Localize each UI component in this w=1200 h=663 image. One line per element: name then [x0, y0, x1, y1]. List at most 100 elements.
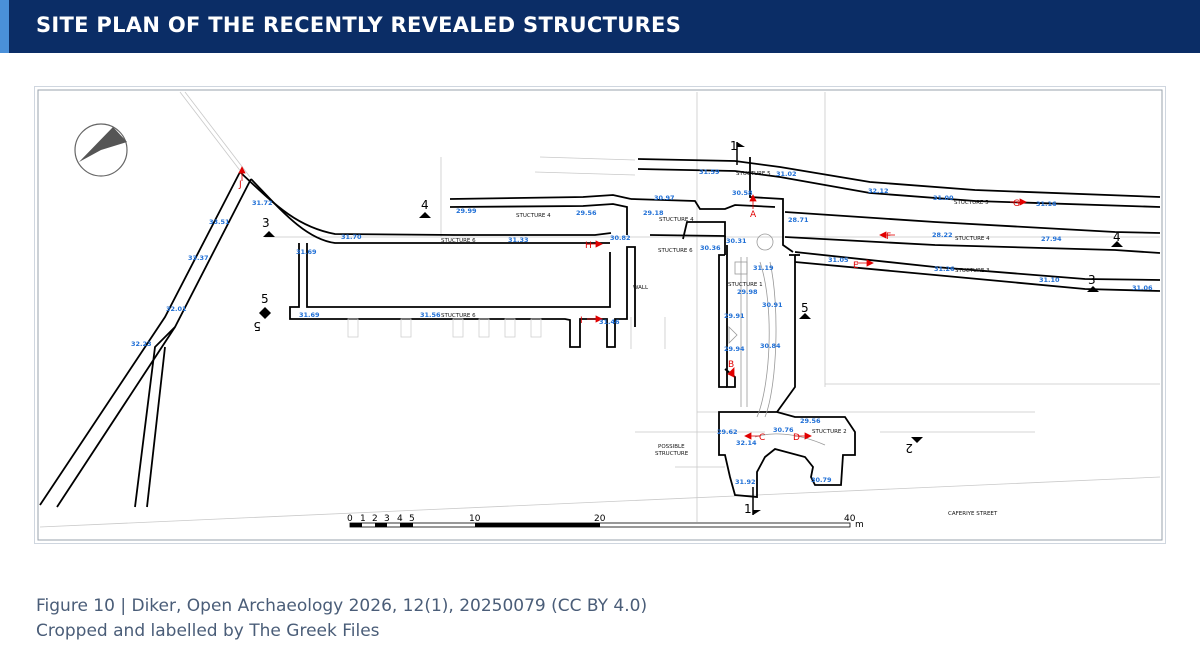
- viewpoint-g: G: [1013, 199, 1020, 209]
- label-wall: WALL: [633, 285, 649, 291]
- elevation-label: 31.70: [341, 233, 362, 241]
- section-1-north: 1: [730, 139, 738, 153]
- elevation-label: 33.37: [188, 254, 209, 262]
- section-2-east: 2: [905, 441, 913, 455]
- scale-tick: 0: [347, 514, 353, 524]
- viewpoint-h: H: [585, 241, 592, 251]
- elevation-label: 30.97: [654, 194, 675, 202]
- scale-tick: 3: [384, 514, 390, 524]
- elevation-label: 31.69: [296, 248, 317, 256]
- elevation-label: 28.71: [788, 216, 809, 224]
- viewpoint-e: E: [853, 261, 859, 271]
- label-possible-structure-1: POSSIBLE: [658, 444, 685, 450]
- label-stucture-1: STUCTURE 1: [728, 282, 763, 288]
- elevation-label: 31.05: [828, 256, 849, 264]
- elevation-label: 30.84: [760, 342, 781, 350]
- elevation-label: 31.46: [599, 318, 620, 326]
- elevation-label: 29.94: [724, 345, 745, 353]
- scale-tick: 10: [469, 514, 481, 524]
- elevation-label: 29.91: [724, 312, 745, 320]
- elevation-label: 30.79: [811, 476, 832, 484]
- pier-outlines: [347, 318, 542, 338]
- page-title: SITE PLAN OF THE RECENTLY REVEALED STRUC…: [36, 13, 682, 37]
- elevation-label: 30.82: [610, 234, 631, 242]
- label-stucture-3: STUCTURE 3: [955, 268, 990, 274]
- elevation-label: 29.56: [576, 209, 597, 217]
- section-5-west-mirror: 5: [253, 319, 261, 333]
- label-stucture-4-mid: STUCTURE 4: [659, 217, 694, 223]
- section-5-west: 5: [261, 292, 269, 306]
- label-stucture-4-east: STUCTURE 4: [955, 236, 990, 242]
- scale-unit: m: [855, 520, 864, 530]
- viewpoint-a: A: [750, 210, 757, 220]
- elevation-label: 31.72: [252, 199, 273, 207]
- section-4-west: 4: [421, 198, 429, 212]
- section-1-south: 1: [744, 502, 752, 516]
- viewpoint-f: F: [886, 232, 891, 242]
- site-plan-drawing: 1 1 3 4 4 3 5 5 5 2 A B C: [37, 89, 1163, 541]
- elevation-label: 29.56: [800, 417, 821, 425]
- scale-tick: 4: [397, 514, 403, 524]
- elevation-label: 32.14: [736, 439, 757, 447]
- elevation-label: 31.02: [776, 170, 797, 178]
- section-5-east: 5: [801, 301, 809, 315]
- elevation-label: 31.00: [933, 194, 954, 202]
- reference-lines: [39, 91, 1161, 528]
- section-markers: 1 1 3 4 4 3 5 5 5 2: [253, 139, 1123, 516]
- viewpoint-j: J: [238, 180, 242, 190]
- inner-outlines: [728, 233, 826, 446]
- elevation-label: 31.16: [1036, 200, 1057, 208]
- elevation-label: 31.59: [699, 168, 720, 176]
- elevation-label: 30.76: [773, 426, 794, 434]
- label-possible-structure-2: STRUCTURE: [655, 451, 689, 457]
- scale-tick: 5: [409, 514, 415, 524]
- viewpoint-c: C: [759, 433, 765, 443]
- scale-tick: 20: [594, 514, 606, 524]
- elevation-label: 32.12: [868, 187, 889, 195]
- elevation-label: 33.51: [209, 218, 230, 226]
- label-stucture-6-upper: STUCTURE 6: [441, 238, 476, 244]
- elevation-label: 30.91: [762, 301, 783, 309]
- site-plan-figure: 1 1 3 4 4 3 5 5 5 2 A B C: [34, 86, 1166, 544]
- elevation-label: 31.10: [1039, 276, 1060, 284]
- north-structures-walls: [449, 157, 1161, 292]
- label-stucture-5-east: STUCTURE 5: [954, 200, 989, 206]
- section-3-west: 3: [262, 216, 270, 230]
- elevation-label: 31.33: [508, 236, 529, 244]
- structure-6-walls: [289, 243, 636, 348]
- scale-tick: 2: [372, 514, 378, 524]
- elevation-label: 32.01: [166, 305, 187, 313]
- elevation-label: 30.58: [732, 189, 753, 197]
- label-stucture-6-mid: STUCTURE 6: [658, 248, 693, 254]
- label-caferiye-street: CAFERIYE STREET: [948, 511, 998, 517]
- label-stucture-5-top: STUCTURE 5: [736, 171, 771, 177]
- elevation-label: 27.94: [1041, 235, 1062, 243]
- west-diagonal-walls: [39, 171, 612, 508]
- figure-credit: Cropped and labelled by The Greek Files: [36, 621, 380, 641]
- elevation-label: 29.99: [456, 207, 477, 215]
- elevation-label: 31.19: [753, 264, 774, 272]
- section-4-east: 4: [1113, 230, 1121, 244]
- elevation-label: 31.56: [420, 311, 441, 319]
- elevation-label: 29.18: [643, 209, 664, 217]
- section-3-east: 3: [1088, 273, 1096, 287]
- viewpoint-i: I: [580, 316, 583, 326]
- elevation-label: 31.92: [735, 478, 756, 486]
- scale-tick: 1: [360, 514, 366, 524]
- elevation-label: 31.26: [934, 265, 955, 273]
- elevation-label: 30.31: [726, 237, 747, 245]
- label-stucture-2: STUCTURE 2: [812, 429, 847, 435]
- header-accent-bar: [0, 0, 9, 53]
- viewpoint-d: D: [793, 433, 800, 443]
- elevation-label: 29.98: [737, 288, 758, 296]
- header-banner: SITE PLAN OF THE RECENTLY REVEALED STRUC…: [0, 0, 1200, 53]
- north-arrow-icon: [74, 123, 128, 177]
- elevation-label: 29.62: [717, 428, 738, 436]
- label-stucture-4-west: STUCTURE 4: [516, 213, 551, 219]
- viewpoint-b: B: [728, 360, 734, 370]
- elevation-label: 31.69: [299, 311, 320, 319]
- viewpoint-arrows: [238, 166, 1027, 440]
- scale-bar: 0 1 2 3 4 5 10 20 40 m: [347, 514, 864, 530]
- elevation-label: 28.22: [932, 231, 953, 239]
- scale-tick: 40: [844, 514, 856, 524]
